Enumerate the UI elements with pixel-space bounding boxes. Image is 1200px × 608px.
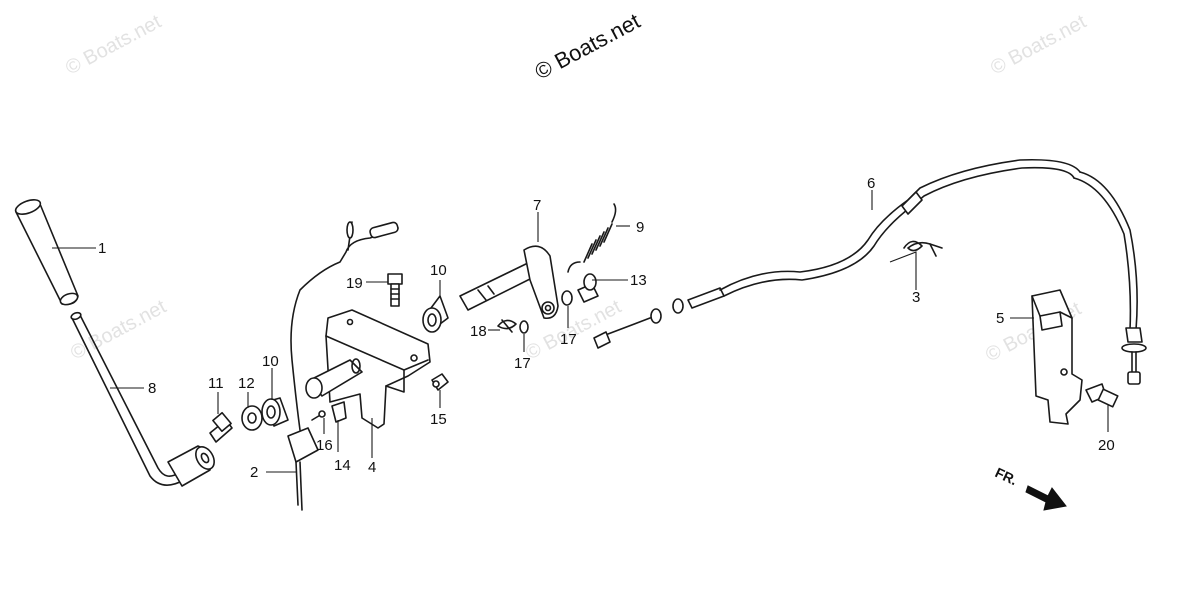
neutral-switch-part [287,221,399,511]
bracket-4-part [305,309,431,429]
callout-17-right: 17 [560,331,577,348]
callout-15: 15 [430,411,447,428]
watermark-top-right: © Boats.net [987,11,1090,80]
bolt-20-part [1085,383,1119,408]
callout-10-upper: 10 [430,262,447,279]
callout-20: 20 [1098,437,1115,454]
callout-7: 7 [533,197,541,214]
bushing-10-lower-part [261,397,289,427]
front-direction-label: FR. [993,464,1020,488]
lever-pipe-part [70,311,215,487]
clip-14-part [331,401,347,423]
shift-arm-7-part [459,245,559,320]
callout-14: 14 [334,457,351,474]
watermark-left: © Boats.net [67,296,170,365]
callout-19: 19 [346,275,363,292]
callout-13: 13 [630,272,647,289]
grip-part [14,199,79,306]
callout-8: 8 [148,380,156,397]
watermark-center: © Boats.net [522,296,625,365]
bolt-11-part [209,411,233,443]
pin-13-part [577,273,599,303]
callout-6: 6 [867,175,875,192]
washer-12-part [241,405,263,431]
callout-4: 4 [368,459,376,476]
front-direction-indicator: FR. [993,464,1067,511]
shift-cable-6-part [593,158,1147,385]
washer-17b-part [561,290,573,306]
callout-9: 9 [636,219,644,236]
callout-1: 1 [98,240,106,257]
bushing-10-upper-part [422,295,449,333]
washer-17a-part [519,320,529,334]
front-arrow-icon [1025,485,1067,511]
grease-nipple-15-part [431,373,449,391]
callout-5: 5 [996,310,1004,327]
callout-11: 11 [208,375,224,392]
callout-10-lower: 10 [262,353,279,370]
screw-16-part [311,410,326,421]
bracket-5-part [1031,289,1083,425]
callout-18: 18 [470,323,487,340]
bolt-19-part [387,273,403,307]
clip-3-part [903,240,943,257]
clip-18-part [497,319,517,333]
callout-2: 2 [250,464,258,481]
copyright-text: © Boats.net [531,8,645,84]
callout-12: 12 [238,375,255,392]
watermark-top-left: © Boats.net [62,11,165,80]
callout-numbers: 1 8 2 3 4 5 6 7 9 10 10 11 12 13 14 15 1… [98,175,1115,481]
leader-lines [52,190,1109,473]
spring-9-part [567,203,617,273]
callout-16: 16 [316,437,333,454]
callout-17-left: 17 [514,355,531,372]
callout-3: 3 [912,289,920,306]
